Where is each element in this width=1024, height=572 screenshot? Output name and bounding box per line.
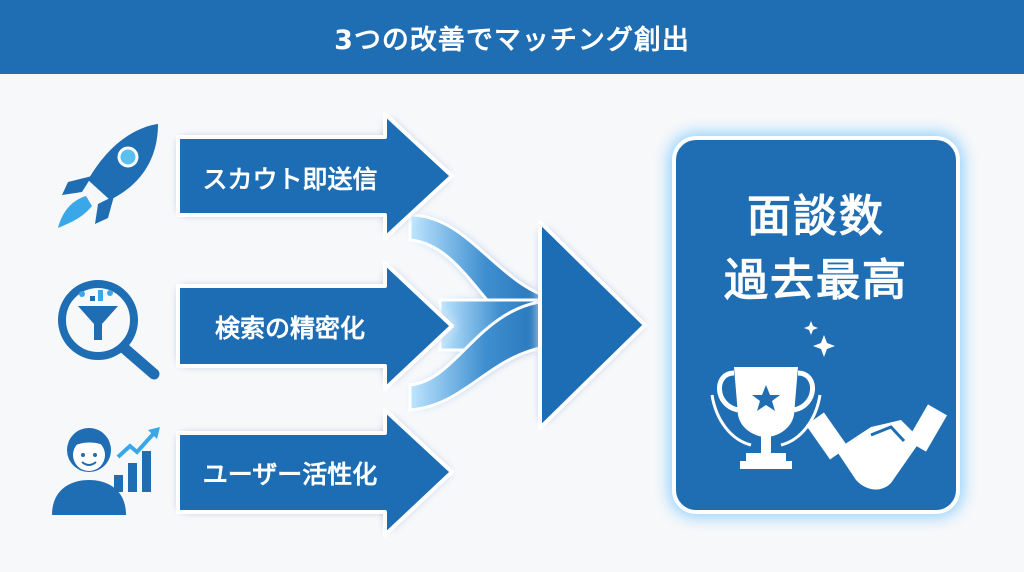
improvement-label-search: 検索の精密化 <box>214 314 366 343</box>
arrow-search <box>176 261 454 391</box>
title-banner: 3つの改善でマッチング創出 <box>0 0 1024 74</box>
result-line-2: 過去最高 <box>724 255 908 306</box>
merged-arrow <box>538 220 647 430</box>
handshake-icon <box>805 404 948 490</box>
rocket-icon <box>58 124 158 228</box>
page-title: 3つの改善でマッチング創出 <box>334 24 690 56</box>
result-line-1: 面談数 <box>747 191 885 242</box>
improvement-label-scout: スカウト即送信 <box>202 165 378 194</box>
magnifier-filter-icon <box>58 280 160 380</box>
result-card: 面談数 過去最高 <box>672 136 960 514</box>
result-icons <box>710 321 948 490</box>
arrow-users <box>176 408 454 537</box>
user-growth-chart-icon <box>52 427 160 515</box>
improvement-label-users: ユーザー活性化 <box>202 460 378 489</box>
arrow-scout <box>176 112 454 240</box>
trophy-icon <box>710 321 835 469</box>
